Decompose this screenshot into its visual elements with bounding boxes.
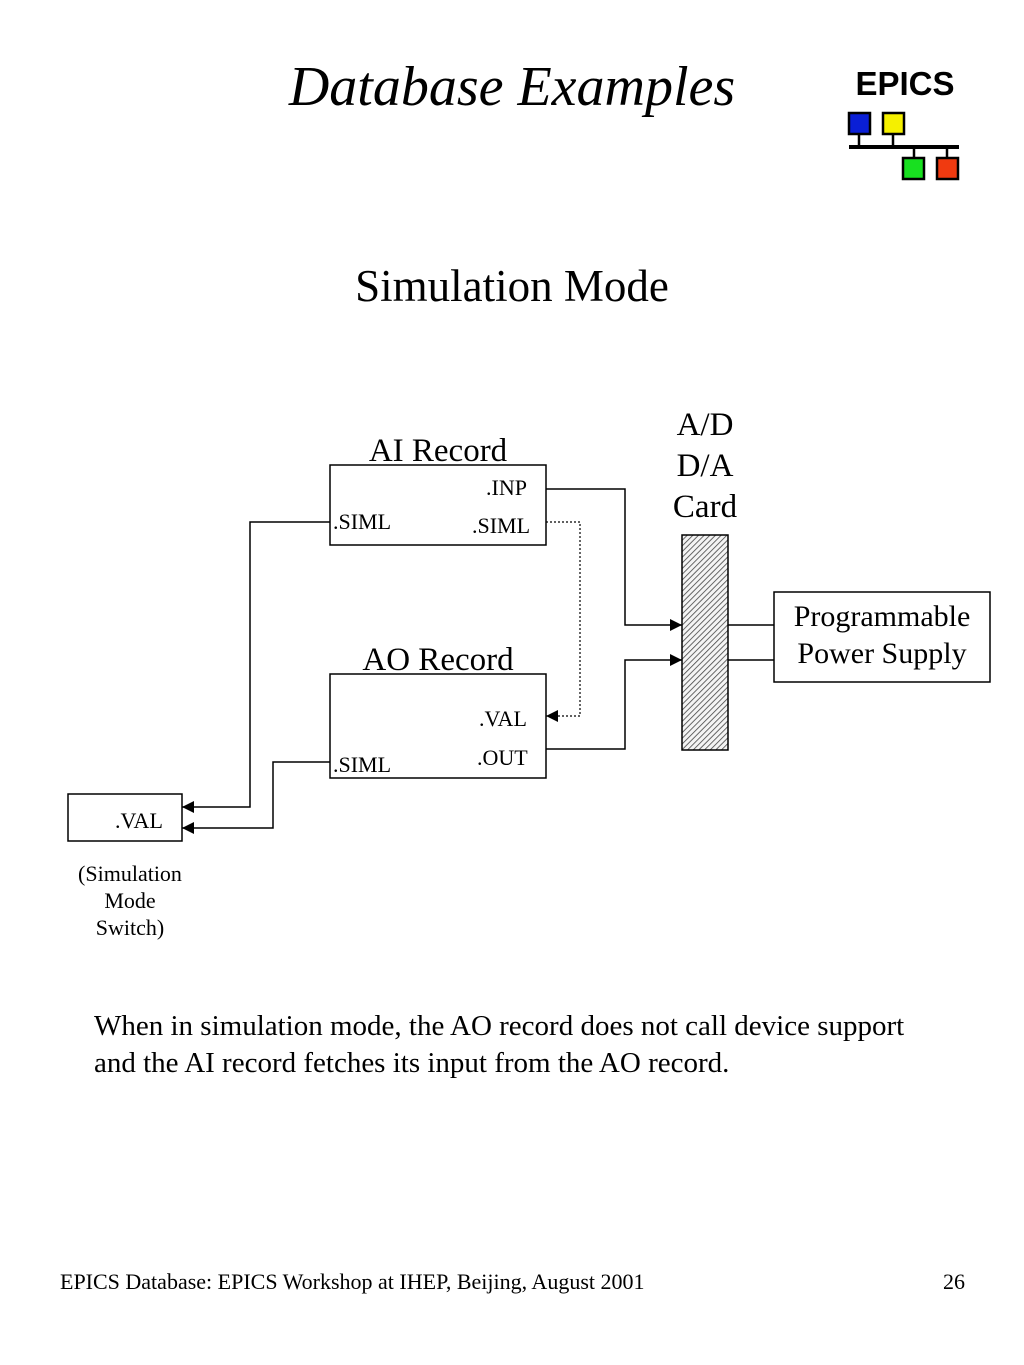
ao-out-link (546, 654, 682, 750)
logo-network-icon (847, 111, 960, 181)
ai-inp-link (546, 488, 682, 631)
ai-record-box (329, 464, 547, 546)
ai-siml-to-switch-link (182, 521, 330, 813)
card-label: A/D D/A Card (650, 405, 760, 528)
logo-text: EPICS (855, 65, 955, 102)
ao-siml-to-switch-link (182, 761, 330, 834)
card-label-line-2: D/A (676, 448, 734, 484)
ao-val-field: .VAL (479, 706, 527, 731)
card-label-line-3: Card (672, 489, 738, 525)
ao-siml-field: .SIML (333, 752, 392, 777)
power-supply-label: Programmable Power Supply (774, 598, 990, 672)
page-number: 26 (943, 1269, 965, 1294)
simulation-switch-box (67, 793, 183, 842)
footer-text: EPICS Database: EPICS Workshop at IHEP, … (60, 1269, 645, 1294)
ai-siml-left-field: .SIML (333, 509, 392, 534)
ao-record-box (329, 673, 547, 779)
page-title: Database Examples (288, 56, 736, 118)
power-supply-line-1: Programmable (793, 600, 971, 633)
ai-siml-right-field: .SIML (472, 513, 531, 538)
epics-logo: EPICS (846, 62, 966, 187)
ao-record-title: AO Record (362, 642, 514, 678)
power-supply-line-2: Power Supply (797, 637, 967, 670)
switch-note: (Simulation Mode Switch) (60, 860, 200, 941)
switch-note-line-2: Mode (104, 888, 156, 913)
switch-val-field: .VAL (115, 808, 163, 833)
ai-siml-to-ao-val-link (546, 521, 581, 722)
ao-out-field: .OUT (477, 745, 528, 770)
ad-da-card (681, 534, 729, 751)
power-supply-box (773, 591, 991, 683)
body-paragraph: When in simulation mode, the AO record d… (94, 1010, 905, 1079)
switch-note-line-1: (Simulation (78, 861, 182, 886)
ai-inp-field: .INP (486, 475, 527, 500)
slide-subtitle: Simulation Mode (355, 261, 669, 311)
switch-note-line-3: Switch) (95, 915, 165, 940)
card-label-line-1: A/D (676, 407, 734, 443)
ai-record-title: AI Record (368, 433, 508, 469)
